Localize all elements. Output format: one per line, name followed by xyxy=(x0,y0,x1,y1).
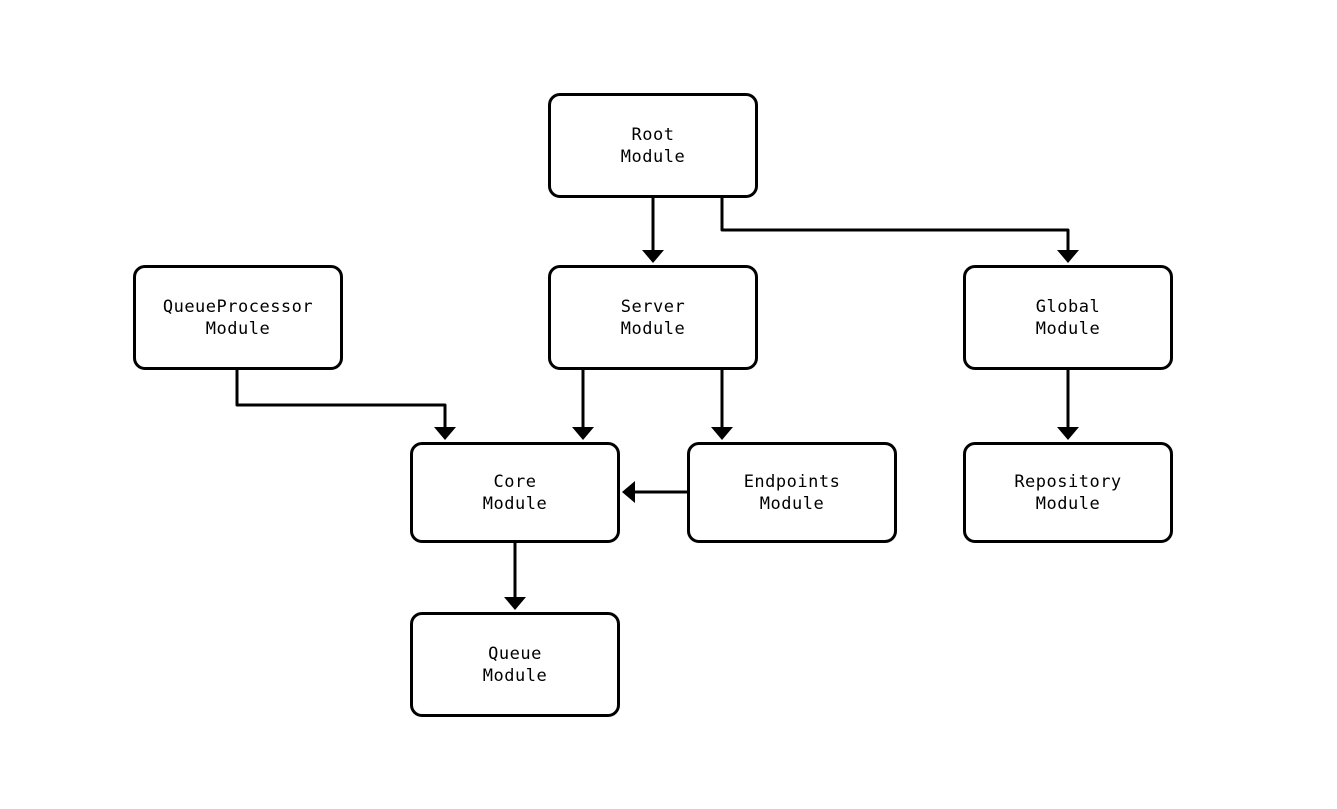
arrowhead xyxy=(1057,427,1079,440)
node-label-suffix: Module xyxy=(1035,318,1101,339)
node-label-name: Core xyxy=(493,471,537,492)
arrowhead xyxy=(434,427,456,440)
edge-queueprocessor-core xyxy=(235,370,456,440)
node-label-name: QueueProcessor xyxy=(162,296,314,317)
node-label-suffix: Module xyxy=(1035,493,1101,514)
edge-global-repository xyxy=(1057,370,1079,440)
node-label-suffix: Module xyxy=(620,146,686,167)
node-label-suffix: Module xyxy=(482,493,548,514)
node-label-suffix: Module xyxy=(759,493,825,514)
node-label-name: Endpoints xyxy=(743,471,841,492)
arrowhead xyxy=(622,481,635,503)
arrowhead xyxy=(1057,250,1079,263)
arrowhead xyxy=(711,427,733,440)
edge-endpoints-core xyxy=(622,481,687,503)
node-label-suffix: Module xyxy=(205,318,271,339)
node-label-name: Repository xyxy=(1014,471,1122,492)
node-label-name: Root xyxy=(631,124,675,145)
arrowhead xyxy=(642,250,664,263)
node-label-suffix: Module xyxy=(620,318,686,339)
edge-server-endpoints xyxy=(711,370,733,440)
arrowhead xyxy=(504,597,526,610)
edge-root-server xyxy=(642,198,664,263)
node-label-name: Queue xyxy=(488,643,542,664)
arrowhead xyxy=(572,427,594,440)
node-label-name: Global xyxy=(1035,296,1101,317)
edge-server-core xyxy=(572,370,594,440)
edge-root-global xyxy=(720,198,1079,263)
edge-core-queue xyxy=(504,543,526,610)
node-label-name: Server xyxy=(620,296,686,317)
node-label-suffix: Module xyxy=(482,665,548,686)
